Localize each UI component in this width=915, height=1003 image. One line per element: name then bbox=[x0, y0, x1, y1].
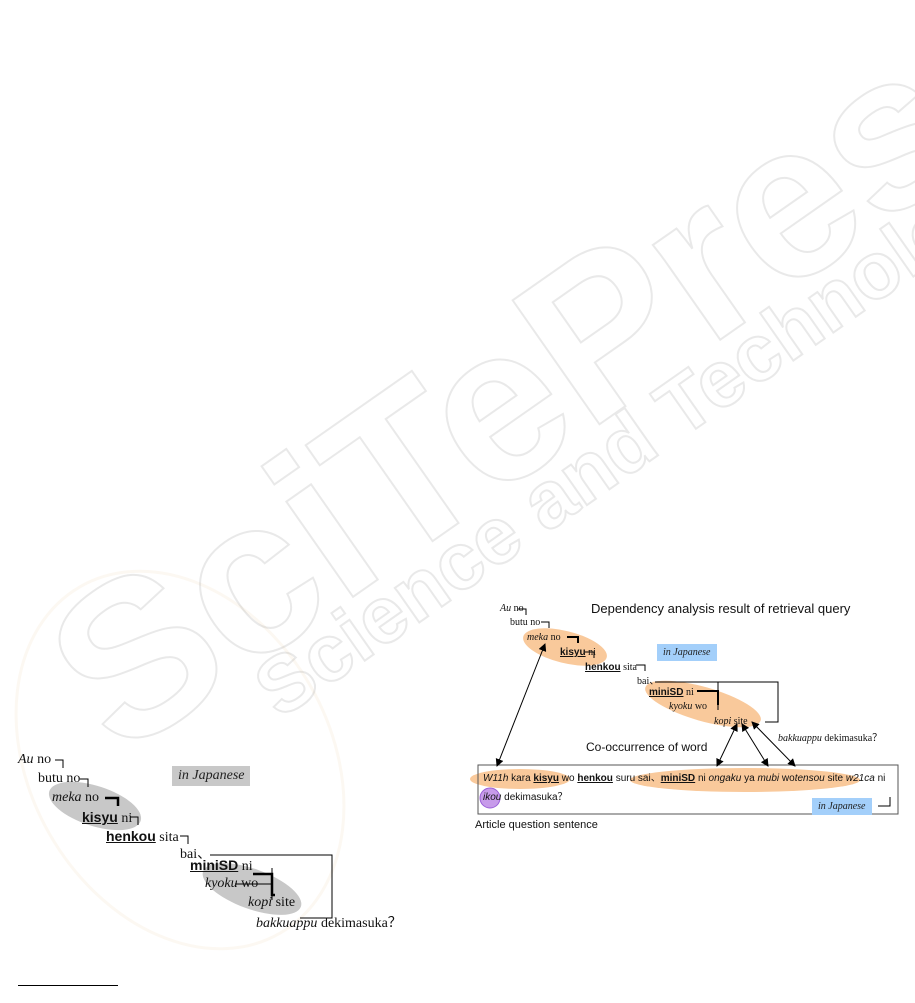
left-dependency-brackets bbox=[55, 759, 333, 919]
right-row-bai: bai、 bbox=[637, 676, 660, 687]
left-highlight-meka-kisyu bbox=[48, 781, 142, 831]
left-row-henkou: henkou sita bbox=[106, 828, 179, 845]
right-row-henkou: henkou sita bbox=[585, 662, 637, 673]
left-highlight-kyoku-kopi bbox=[202, 863, 302, 915]
right-row-bakkuappu: bakkuappu dekimasuka？ bbox=[778, 733, 883, 744]
article-sentence-line-2: ikou dekimasuka？ bbox=[483, 792, 568, 803]
cooccurrence-label: Co-occurrence of word bbox=[586, 740, 708, 754]
right-highlight-kyoku-kopi bbox=[645, 680, 761, 728]
left-row-bakkuappu: bakkuappu dekimasuka？ bbox=[256, 916, 402, 931]
footnote-rule bbox=[18, 985, 118, 986]
left-row-kyoku: kyoku wo bbox=[205, 876, 259, 891]
right-row-kopi: kopi site bbox=[714, 716, 748, 727]
article-sentence-box bbox=[477, 764, 899, 815]
cooccurrence-arrows bbox=[495, 643, 796, 767]
right-row-kisyu: kisyu ni bbox=[560, 647, 596, 658]
left-row-au: Au no bbox=[18, 752, 52, 767]
right-in-japanese-label-bottom: in Japanese bbox=[812, 798, 872, 815]
right-highlight-sentence-mid bbox=[630, 768, 860, 792]
right-row-au: Au no bbox=[500, 603, 524, 614]
right-row-meka: meka no bbox=[527, 632, 561, 643]
left-in-japanese-label: in Japanese bbox=[172, 766, 251, 786]
right-title: Dependency analysis result of retrieval … bbox=[591, 601, 851, 616]
article-sentence-line-1: W11h kara kisyu wo henkou suru sai、miniS… bbox=[483, 773, 886, 784]
left-row-bai: bai、 bbox=[180, 847, 212, 862]
left-row-kopi: kopi site bbox=[248, 895, 296, 910]
left-row-kisyu: kisyu ni bbox=[82, 809, 133, 826]
left-row-minisd: miniSD ni bbox=[190, 857, 253, 874]
article-caption: Article question sentence bbox=[475, 819, 598, 831]
right-highlight-w11h bbox=[470, 769, 570, 789]
right-row-minisd: miniSD ni bbox=[649, 687, 694, 698]
right-highlight-ikou bbox=[479, 787, 501, 809]
right-row-kyoku: kyoku wo bbox=[669, 701, 708, 712]
right-row-butu: butu no bbox=[510, 617, 541, 628]
right-in-japanese-label-top: in Japanese bbox=[657, 644, 717, 661]
left-row-meka: meka no bbox=[52, 790, 100, 805]
left-row-butu: butu no bbox=[38, 771, 81, 786]
